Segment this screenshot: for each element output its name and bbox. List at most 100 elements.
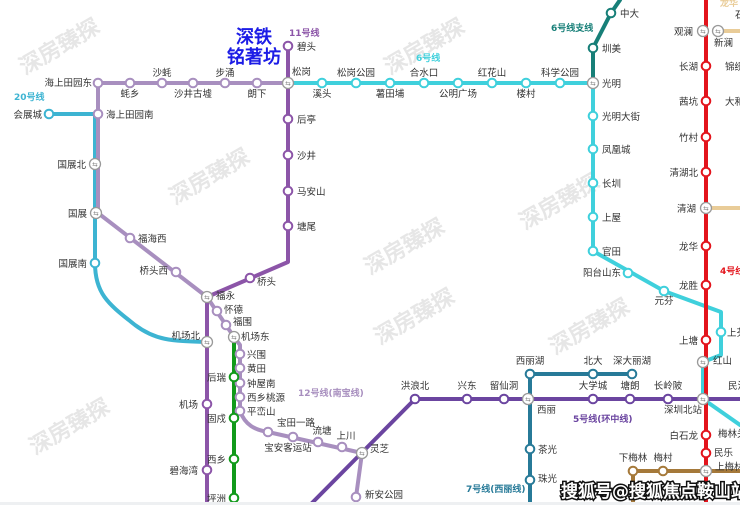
station-marker-xixiang[interactable] (228, 453, 240, 465)
station-marker-longsheng[interactable] (700, 279, 712, 291)
station-marker-haoxiang[interactable] (124, 77, 136, 89)
station-marker-fuwei[interactable] (220, 319, 232, 331)
station-marker-liutang[interactable] (312, 436, 324, 448)
station-marker-changhu[interactable] (700, 60, 712, 72)
station-marker-pingluanshan[interactable] (234, 405, 246, 417)
station-label-buyong: 步涌 (215, 68, 234, 79)
station-marker-sggy[interactable] (350, 77, 362, 89)
station-marker-huaide[interactable] (211, 305, 223, 317)
station-marker-gushu[interactable] (228, 412, 240, 424)
interchange-icon[interactable] (699, 464, 713, 478)
station-marker-xiameilin[interactable] (627, 465, 639, 477)
station-marker-qinghubei[interactable] (700, 166, 712, 178)
station-marker-shangwu[interactable] (587, 211, 599, 223)
station-marker-loucun[interactable] (520, 77, 532, 89)
station-marker-langxia[interactable] (251, 77, 263, 89)
station-marker-longhua[interactable] (700, 240, 712, 252)
station-marker-shajing[interactable] (282, 149, 294, 161)
interchange-icon[interactable] (521, 392, 535, 406)
station-label-shangmeilin: 上梅林 (715, 461, 740, 473)
station-marker-yuanfen[interactable] (658, 285, 670, 297)
interchange-icon[interactable] (88, 157, 102, 171)
station-marker-pingzhou[interactable] (228, 492, 240, 504)
station-marker-houting[interactable] (282, 113, 294, 125)
interchange-icon[interactable] (89, 206, 103, 220)
interchange-icon[interactable] (711, 24, 725, 38)
station-marker-ytsd[interactable] (622, 267, 634, 279)
station-marker-honghuashan[interactable] (486, 77, 498, 89)
interchange-icon[interactable] (227, 330, 241, 344)
interchange-icon[interactable] (696, 392, 710, 406)
station-marker-meicun[interactable] (657, 465, 669, 477)
interchange-icon[interactable] (586, 76, 600, 90)
station-marker-hourui[interactable] (228, 371, 240, 383)
station-label-songgang: 松岗 (292, 66, 311, 78)
station-marker-guozhannan[interactable] (89, 257, 101, 269)
station-marker-hstyd[interactable] (92, 77, 104, 89)
station-marker-beida[interactable] (587, 368, 599, 380)
interchange-icon[interactable] (696, 355, 710, 369)
station-marker-sjgx[interactable] (187, 77, 199, 89)
station-marker-jichang[interactable] (201, 398, 213, 410)
station-marker-heshuikou[interactable] (418, 77, 430, 89)
station-marker-sdlh[interactable] (626, 368, 638, 380)
station-marker-fuhaixi[interactable] (124, 232, 136, 244)
station-label-zhuguang: 珠光 (538, 473, 558, 485)
station-marker-xagy[interactable] (350, 491, 362, 503)
station-marker-huangtian[interactable] (234, 362, 246, 374)
station-label-sdlh: 深大丽湖 (613, 355, 651, 367)
station-marker-honglangbei[interactable] (409, 393, 421, 405)
station-marker-shangchuan[interactable] (336, 441, 348, 453)
station-marker-shangfen[interactable] (715, 326, 727, 338)
station-marker-minle[interactable] (700, 447, 712, 459)
station-marker-btyl[interactable] (262, 426, 274, 438)
station-marker-fenghuangcheng[interactable] (587, 143, 599, 155)
station-marker-qiaotou[interactable] (244, 272, 256, 284)
station-marker-qiaotouxi[interactable] (170, 266, 182, 278)
station-marker-changzhen[interactable] (587, 177, 599, 189)
station-marker-zhenmei[interactable] (587, 42, 599, 54)
station-marker-shutianpu[interactable] (384, 77, 396, 89)
interchange-icon[interactable] (200, 290, 214, 304)
station-marker-xxty[interactable] (234, 391, 246, 403)
station-marker-tangwei[interactable] (282, 220, 294, 232)
station-marker-shangtang[interactable] (700, 334, 712, 346)
station-marker-guantian[interactable] (587, 245, 599, 257)
transfer-arrows-icon: ⇆ (204, 339, 210, 347)
station-marker-zhucun[interactable] (700, 131, 712, 143)
station-marker-liuxiandong[interactable] (498, 393, 510, 405)
station-label-fenghuangcheng: 凤凰城 (602, 145, 631, 156)
station-marker-buyong[interactable] (219, 77, 231, 89)
station-marker-tanglang[interactable] (624, 393, 636, 405)
station-marker-zhongda[interactable] (605, 7, 617, 19)
station-label-bihaiwan: 碧海湾 (169, 465, 198, 477)
station-marker-gmdj[interactable] (587, 110, 599, 122)
interchange-icon[interactable] (355, 446, 369, 460)
interchange-icon[interactable] (699, 201, 713, 215)
station-marker-xitou[interactable] (316, 77, 328, 89)
station-marker-zhuguang[interactable] (524, 474, 536, 486)
station-marker-xikeng[interactable] (700, 95, 712, 107)
station-marker-zhongwunan[interactable] (234, 377, 246, 389)
interchange-icon[interactable] (200, 335, 214, 349)
station-marker-shahao[interactable] (156, 77, 168, 89)
interchange-icon[interactable] (696, 24, 710, 38)
station-marker-kxgy[interactable] (554, 77, 566, 89)
station-marker-gmgc[interactable] (452, 77, 464, 89)
station-marker-hstyn[interactable] (92, 108, 104, 120)
station-marker-xingdong[interactable] (461, 393, 473, 405)
station-marker-daxuecheng[interactable] (587, 393, 599, 405)
interchange-icon[interactable] (281, 76, 295, 90)
station-marker-xilihu[interactable] (524, 368, 536, 380)
station-marker-bihaiwan[interactable] (201, 464, 213, 476)
station-marker-chaguang[interactable] (524, 443, 536, 455)
station-marker-changlingpi[interactable] (662, 393, 674, 405)
station-marker-bitou[interactable] (282, 40, 294, 52)
station-marker-baky[interactable] (287, 431, 299, 443)
station-marker-xingwei[interactable] (234, 348, 246, 360)
station-marker-baishilong[interactable] (700, 429, 712, 441)
station-label-guantian: 官田 (602, 246, 621, 258)
station-marker-maanshan[interactable] (282, 185, 294, 197)
station-marker-huizhancheng[interactable] (43, 108, 55, 120)
station-label-hstyn: 海上田园南 (106, 109, 154, 121)
